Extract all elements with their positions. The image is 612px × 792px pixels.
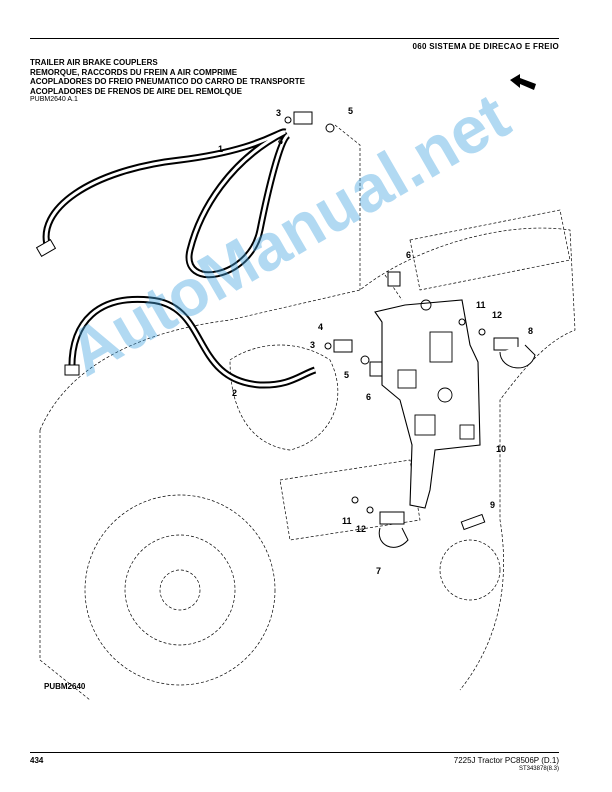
section-title: 060 SISTEMA DE DIRECAO E FREIO bbox=[412, 42, 559, 51]
title-en: TRAILER AIR BRAKE COUPLERS bbox=[30, 58, 158, 67]
title-block: TRAILER AIR BRAKE COUPLERS REMORQUE, RAC… bbox=[30, 58, 305, 96]
fittings bbox=[35, 111, 401, 377]
parts-diagram: 1 2 3 4 5 4 3 5 6 6 11 12 8 10 11 12 9 7 bbox=[35, 106, 576, 701]
air-hose-1-highlight bbox=[44, 130, 290, 277]
title-fr: REMORQUE, RACCORDS DU FREIN A AIR COMPRI… bbox=[30, 67, 238, 77]
front-direction-arrow-icon bbox=[510, 74, 536, 90]
callout-12-lower: 12 bbox=[356, 524, 366, 534]
callout-6-lower: 6 bbox=[366, 392, 371, 402]
footer-model: 7225J Tractor PC8506P (D.1) bbox=[453, 756, 559, 765]
elbow-fitting-top bbox=[293, 111, 313, 125]
coupler-8 bbox=[493, 337, 519, 351]
callout-8: 8 bbox=[528, 326, 533, 336]
hose-end-fitting bbox=[64, 364, 80, 376]
title-es: ACOPLADORES DE FRENOS DE AIRE DEL REMOLQ… bbox=[30, 86, 243, 96]
air-hose-2-highlight bbox=[70, 297, 316, 387]
callout-12-upper: 12 bbox=[492, 310, 502, 320]
elbow-fitting-left bbox=[35, 238, 57, 258]
callout-4-top: 4 bbox=[278, 136, 283, 146]
callout-4-middle: 4 bbox=[318, 322, 323, 332]
callout-7: 7 bbox=[376, 566, 381, 576]
o-ring-12-lower bbox=[366, 506, 374, 514]
callout-3-top: 3 bbox=[276, 108, 281, 118]
o-ring-3-top bbox=[284, 116, 292, 124]
callout-3-middle: 3 bbox=[310, 340, 315, 350]
cap-screw-9 bbox=[460, 513, 486, 531]
callout-5-top: 5 bbox=[348, 106, 353, 116]
callout-5-middle: 5 bbox=[344, 370, 349, 380]
o-ring-12-upper bbox=[478, 328, 486, 336]
illustration-reference: PUBM2640 A.1 bbox=[30, 96, 78, 103]
callout-11-upper: 11 bbox=[476, 300, 486, 310]
bulkhead-fitting-lower bbox=[369, 361, 383, 377]
callout-2: 2 bbox=[232, 388, 237, 398]
dust-cap-8 bbox=[499, 344, 536, 369]
snap-ring-11-lower bbox=[351, 496, 359, 504]
elbow-fitting-middle bbox=[333, 339, 353, 353]
callout-labels: 1 2 3 4 5 4 3 5 6 6 11 12 8 10 11 12 9 7 bbox=[218, 106, 533, 576]
bulkhead-fitting-upper bbox=[387, 271, 401, 287]
snap-ring-11-upper bbox=[458, 318, 466, 326]
dust-cap-7 bbox=[378, 527, 409, 548]
coupler-7 bbox=[379, 511, 405, 525]
tractor-outline bbox=[39, 209, 576, 701]
title-pt: ACOPLADORES DO FREIO PNEUMATICO DO CARRO… bbox=[30, 77, 305, 87]
callout-1: 1 bbox=[218, 144, 223, 154]
o-ring-5-top bbox=[325, 123, 335, 133]
couplers bbox=[351, 318, 536, 548]
mounting-bracket-10 bbox=[374, 299, 481, 509]
o-ring-3-middle bbox=[324, 342, 332, 350]
bracket-cutouts bbox=[397, 299, 475, 440]
callout-10: 10 bbox=[496, 444, 506, 454]
o-ring-5-middle bbox=[360, 355, 370, 365]
illustration-code: PUBM2640 bbox=[44, 682, 86, 691]
header-rule bbox=[30, 38, 559, 39]
footer-rule bbox=[30, 752, 559, 753]
callout-9: 9 bbox=[490, 500, 495, 510]
page-number: 434 bbox=[30, 756, 44, 765]
footer-doc-ref: ST343878(8.3) bbox=[518, 766, 559, 772]
callout-11-lower: 11 bbox=[342, 516, 352, 526]
callout-6-upper: 6 bbox=[406, 250, 411, 260]
